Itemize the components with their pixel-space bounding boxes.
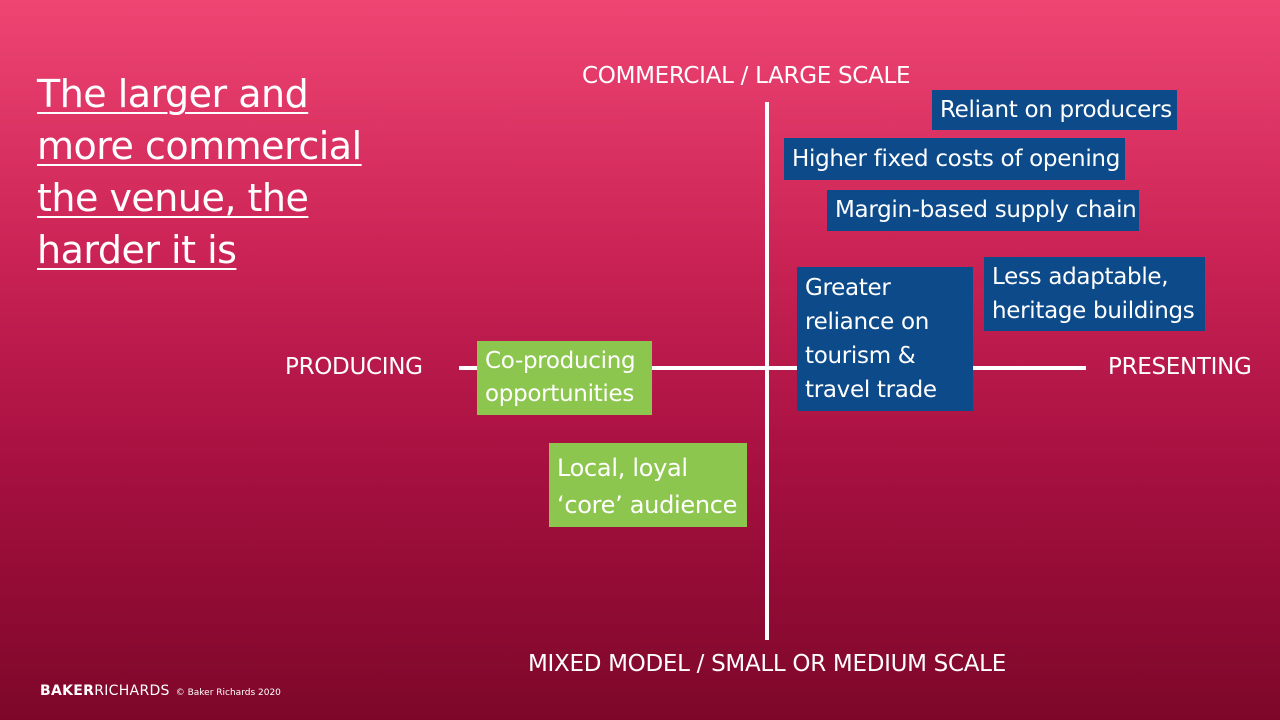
box-margin-based-supply-chain: Margin-based supply chain [827, 190, 1139, 231]
vertical-axis-line [765, 102, 769, 640]
title-line: the venue, the [37, 176, 309, 220]
axis-label-bottom: MIXED MODEL / SMALL OR MEDIUM SCALE [528, 651, 1006, 677]
title-line: harder it is [37, 228, 237, 272]
horizontal-axis-line-center [651, 366, 798, 370]
box-text: reliance on [805, 309, 930, 335]
box-higher-fixed-costs: Higher fixed costs of opening [784, 138, 1125, 180]
box-text: Greater [805, 275, 891, 301]
box-text: tourism & [805, 343, 916, 369]
box-less-adaptable: Less adaptable, heritage buildings [984, 257, 1205, 331]
footer-brand: BAKERRICHARDS © Baker Richards 2020 [40, 683, 281, 699]
box-co-producing: Co-producing opportunities [477, 341, 652, 415]
box-reliant-on-producers: Reliant on producers [932, 90, 1177, 130]
box-local-loyal: Local, loyal ‘core’ audience [549, 443, 747, 527]
box-text: ‘core’ audience [557, 491, 738, 519]
box-text: opportunities [485, 381, 635, 407]
box-text: Reliant on producers [940, 97, 1172, 123]
box-text: Margin-based supply chain [835, 197, 1137, 223]
box-text: Higher fixed costs of opening [792, 146, 1120, 172]
box-text: heritage buildings [992, 298, 1195, 324]
axis-label-top: COMMERCIAL / LARGE SCALE [582, 63, 911, 89]
title-line: The larger and [37, 72, 309, 116]
box-tourism-reliance: Greater reliance on tourism & travel tra… [797, 267, 973, 411]
axis-label-left: PRODUCING [285, 354, 423, 380]
brand-logo-light: RICHARDS [94, 683, 170, 699]
brand-logo-bold: BAKER [40, 683, 95, 699]
title-line: more commercial [37, 124, 362, 168]
box-text: Co-producing [485, 348, 636, 374]
copyright-text: © Baker Richards 2020 [175, 688, 281, 698]
slide-title: The larger and more commercial the venue… [37, 68, 397, 276]
axis-label-right: PRESENTING [1108, 354, 1252, 380]
box-text: travel trade [805, 377, 937, 403]
box-text: Less adaptable, [992, 264, 1169, 290]
horizontal-axis-line-left [459, 366, 477, 370]
horizontal-axis-line-right [972, 366, 1086, 370]
box-text: Local, loyal [557, 454, 688, 482]
